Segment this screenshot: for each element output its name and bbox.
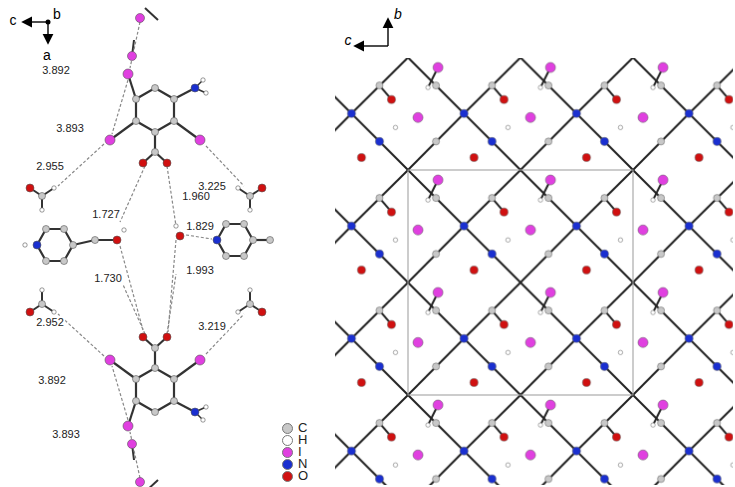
distance-label: 1.730 (93, 272, 123, 284)
distance-label: 1.993 (185, 264, 215, 276)
legend-row: I (282, 446, 302, 458)
legend-text: C (298, 422, 307, 434)
legend-row: H (282, 434, 307, 446)
distance-label: 3.219 (197, 320, 227, 332)
legend-swatch (282, 423, 293, 434)
axis-label: c (9, 14, 18, 26)
axis-label: b (393, 8, 403, 20)
legend-swatch (282, 435, 293, 446)
legend-swatch (282, 447, 293, 458)
legend-swatch (282, 471, 293, 482)
axis-label: a (42, 49, 52, 61)
distance-label: 3.893 (55, 122, 85, 134)
distance-label: 3.892 (37, 374, 67, 386)
distance-label: 1.727 (91, 208, 121, 220)
distance-label: 2.955 (35, 160, 65, 172)
legend-row: N (282, 458, 307, 470)
axis-label: c (344, 34, 353, 46)
legend-row: O (282, 470, 308, 482)
distance-label: 1.960 (181, 190, 211, 202)
axis-label: b (52, 8, 62, 20)
legend-swatch (282, 459, 293, 470)
legend-text: H (298, 434, 307, 446)
distance-label: 3.893 (51, 428, 81, 440)
legend-text: O (298, 470, 308, 482)
legend-text: N (298, 458, 307, 470)
legend-row: C (282, 422, 307, 434)
legend-text: I (298, 446, 302, 458)
distance-label: 1.829 (185, 220, 215, 232)
distance-label: 3.892 (41, 64, 71, 76)
distance-label: 2.952 (35, 316, 65, 328)
